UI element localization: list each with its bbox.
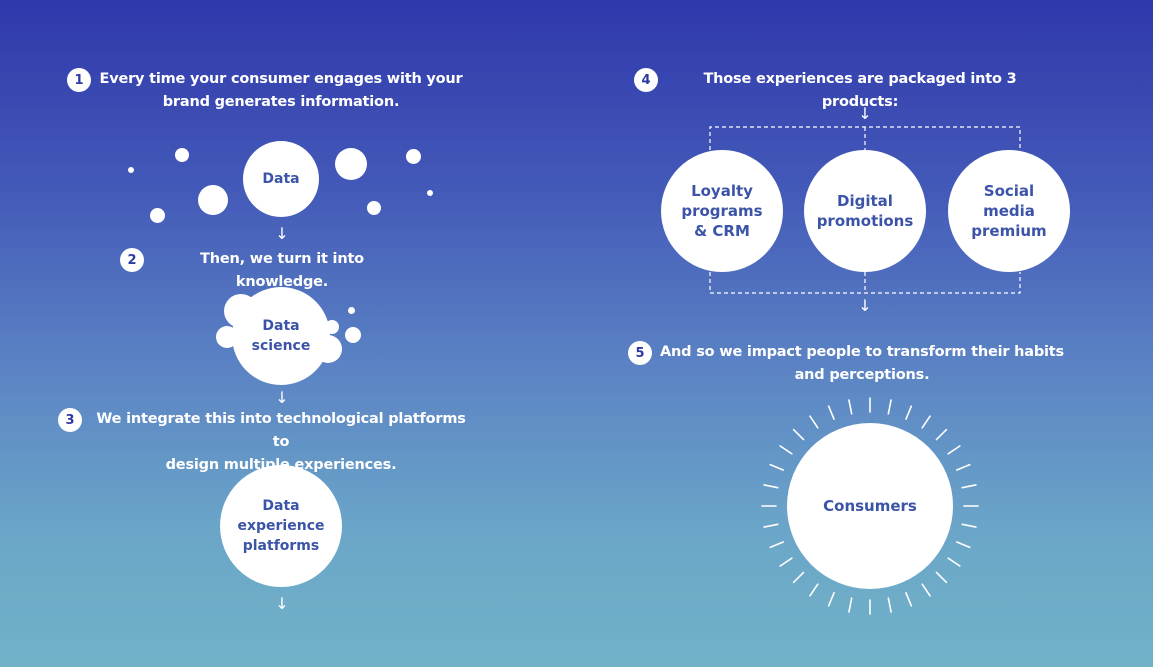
digital-promotions-node: Digital promotions [804,150,926,272]
digital-label-1: Digital [837,192,893,210]
ray-line [827,592,835,607]
data-dot [198,185,228,215]
ray-line [947,557,961,567]
step-4-line-1: Those experiences are packaged into 3 pr… [703,71,1017,110]
loyalty-label-3: & CRM [694,222,750,240]
data-dot [406,149,421,164]
step-1-badge: 1 [67,68,91,92]
step-1-text: Every time your consumer engages with yo… [96,68,466,114]
platforms-label-1: Data [262,498,300,514]
digital-label-2: promotions [816,212,914,230]
ray-line [769,541,784,549]
data-dot [367,201,381,215]
data-dot [335,148,367,180]
arrow-down-icon: ↓ [275,224,289,243]
ray-line [961,484,977,489]
ray-line [827,405,835,420]
consumers-node: Consumers [787,423,953,589]
step-3-line-1: We integrate this into technological pla… [96,411,466,450]
ray-line [905,405,913,420]
loyalty-label-2: programs [681,202,763,220]
ray-line [809,583,819,597]
ray-line [792,571,805,584]
data-dot [427,190,433,196]
ray-line [779,445,793,455]
step-4-text: Those experiences are packaged into 3 pr… [664,68,1056,114]
ray-line [956,541,971,549]
social-label-1: Social [983,182,1035,200]
loyalty-programs-node: Loyalty programs & CRM [661,150,783,272]
ray-line [935,571,948,584]
arrow-down-icon: ↓ [858,296,872,315]
ray-line [956,463,971,471]
social-media-node: Social media premium [948,150,1070,272]
step-4-badge: 4 [634,68,658,92]
platforms-label-3: platforms [242,538,320,554]
data-science-label-1: Data [262,318,300,334]
cloud-bubble [345,327,361,343]
ray-line [769,463,784,471]
cloud-bubble [348,307,355,314]
social-label-2: media [983,202,1035,220]
ray-line [935,428,948,441]
ray-line [887,597,892,613]
arrow-down-icon: ↓ [275,388,289,407]
platforms-label-2: experience [237,518,325,534]
step-5-line-2: and perceptions. [794,367,930,383]
data-node-label: Data [262,171,300,187]
ray-line [848,597,853,613]
ray-line [961,523,977,528]
step-1-line-1: Every time your consumer engages with yo… [99,71,463,87]
ray-line [947,445,961,455]
step-5-text: And so we impact people to transform the… [660,341,1064,387]
step-2-text: Then, we turn it into knowledge. [152,248,412,294]
ray-line [887,399,892,415]
ray-line [848,399,853,415]
step-3-badge: 3 [58,408,82,432]
consumers-label: Consumers [823,497,917,515]
ray-line [779,557,793,567]
step-2-badge: 2 [120,248,144,272]
step-5-line-1: And so we impact people to transform the… [660,344,1064,360]
step-5-badge: 5 [628,341,652,365]
step-2-line-1: Then, we turn it into knowledge. [200,251,364,290]
ray-line [792,428,805,441]
ray-line [763,523,779,528]
data-dot [128,167,134,173]
data-dot [175,148,189,162]
data-science-label-2: science [251,338,311,354]
ray-line [921,583,931,597]
loyalty-label-1: Loyalty [691,182,753,200]
social-label-3: premium [971,222,1047,240]
data-experience-platforms-node: Data experience platforms [220,465,342,587]
data-dot [150,208,165,223]
arrow-down-icon: ↓ [858,104,872,123]
ray-line [763,484,779,489]
step-1-line-2: brand generates information. [162,94,400,110]
ray-line [921,415,931,429]
data-node: Data [243,141,319,217]
data-science-node: Data science [232,287,330,385]
ray-line [905,592,913,607]
arrow-down-icon: ↓ [275,594,289,613]
ray-line [809,415,819,429]
